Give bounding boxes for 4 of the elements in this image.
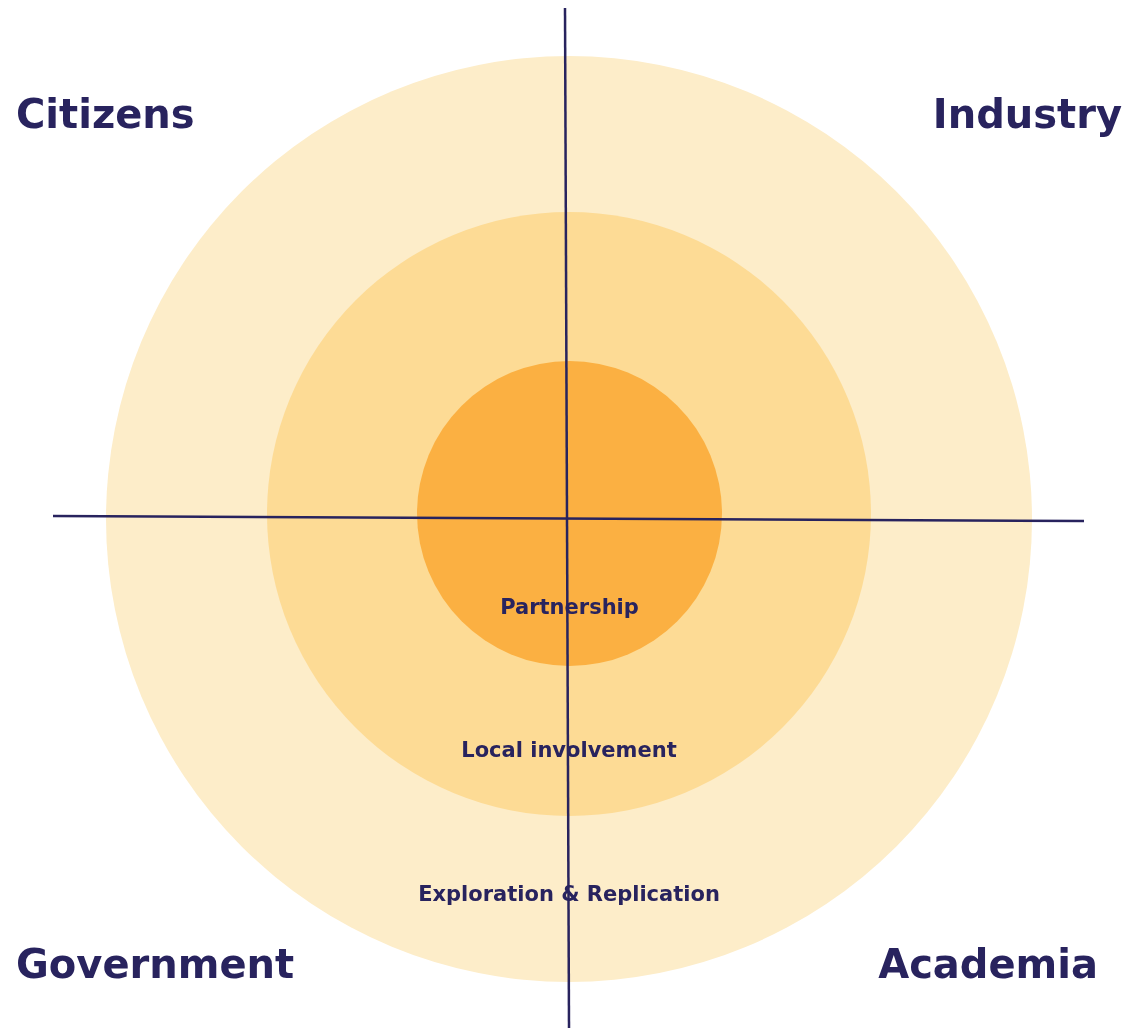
quadrant-label: Academia (878, 940, 1098, 988)
quadrant-label: Industry (932, 90, 1122, 138)
quadrant-label: Citizens (16, 90, 195, 138)
quadrant-label: Government (16, 940, 295, 988)
